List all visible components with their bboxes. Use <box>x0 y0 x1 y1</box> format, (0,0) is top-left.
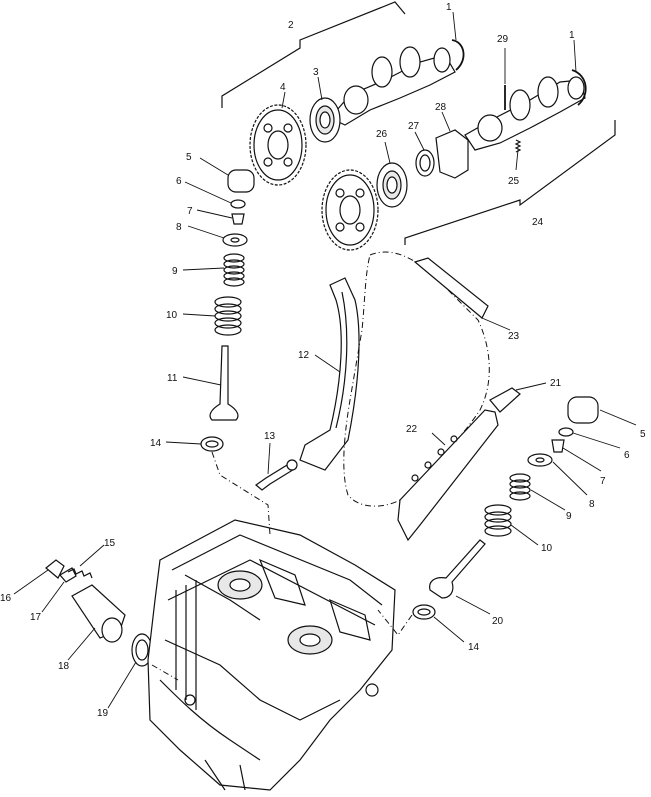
align-left-valve <box>211 451 271 536</box>
callout-11: 11 <box>167 373 178 384</box>
callout-25: 25 <box>508 176 520 187</box>
seal-14-right <box>412 604 436 620</box>
callout-12: 12 <box>298 350 310 361</box>
inner-spring-9-right <box>509 473 531 501</box>
leader-lines <box>13 11 637 709</box>
chain-guide-23 <box>413 257 489 319</box>
gasket-19-inner <box>135 639 149 661</box>
callout-6-right: 6 <box>624 450 630 461</box>
spring-15 <box>67 568 93 579</box>
inner-spring-9-left <box>223 253 245 287</box>
outer-spring-10-right <box>484 504 512 537</box>
callout-26: 26 <box>376 129 388 140</box>
bolt-16 <box>45 559 65 579</box>
callout-22: 22 <box>406 424 418 435</box>
keepers-7-left <box>231 213 245 225</box>
callout-7-right: 7 <box>600 476 606 487</box>
callout-29: 29 <box>497 34 509 45</box>
callout-3: 3 <box>313 67 319 78</box>
callout-labels: 1 1 2 3 4 5 5 6 6 7 7 8 8 9 9 10 10 11 1… <box>0 2 646 719</box>
callout-14-left: 14 <box>150 438 162 449</box>
callout-4: 4 <box>280 82 286 93</box>
ring-27 <box>415 149 435 177</box>
intake-camshaft <box>329 46 456 126</box>
callout-7-left: 7 <box>187 206 193 217</box>
callout-28: 28 <box>435 102 447 113</box>
callout-1-left: 1 <box>446 2 452 13</box>
tensioner-18-end <box>101 617 123 643</box>
valve-20 <box>429 539 486 599</box>
callout-24: 24 <box>532 217 544 228</box>
callout-20: 20 <box>492 616 504 627</box>
callout-8-left: 8 <box>176 222 182 233</box>
callout-14-right: 14 <box>468 642 480 653</box>
cylinder-head <box>147 519 396 791</box>
retainer-8-right <box>527 453 553 467</box>
callout-8-right: 8 <box>589 499 595 510</box>
cam-sprocket-lower <box>321 169 379 251</box>
callout-16: 16 <box>0 593 12 604</box>
retainer-8-left <box>222 233 248 247</box>
callout-27: 27 <box>408 121 420 132</box>
retainer-8-left-hole <box>230 237 240 243</box>
tensioner-21 <box>489 387 521 413</box>
chain-guide-12 <box>299 277 360 471</box>
bucket-5-left <box>227 169 255 193</box>
callout-13: 13 <box>264 431 276 442</box>
callout-1-right: 1 <box>569 30 575 41</box>
decompressor-28 <box>435 129 469 179</box>
callout-18: 18 <box>58 661 70 672</box>
bracket-24 <box>404 120 616 245</box>
exhaust-camshaft <box>464 76 586 151</box>
bucket-5-right <box>567 396 599 424</box>
callout-10-right: 10 <box>541 543 553 554</box>
guide-22-holes <box>411 435 458 482</box>
circlip-left <box>451 39 465 71</box>
callout-17: 17 <box>30 612 42 623</box>
shim-6-right <box>558 427 574 437</box>
seal-14-right-inner <box>417 608 431 616</box>
callout-19: 19 <box>97 708 109 719</box>
callout-9-right: 9 <box>566 511 572 522</box>
seal-14-left-inner <box>205 440 219 448</box>
callout-10-left: 10 <box>166 310 178 321</box>
callout-9-left: 9 <box>172 266 178 277</box>
seal-14-left <box>200 436 224 452</box>
callout-5-left: 5 <box>186 152 192 163</box>
retainer-8-right-hole <box>535 457 545 463</box>
callout-2: 2 <box>288 20 294 31</box>
spring-25 <box>514 139 522 153</box>
bracket-2 <box>221 1 406 108</box>
ring-27-inner <box>419 154 431 172</box>
outer-spring-10-left <box>214 296 242 336</box>
washer-17 <box>59 567 77 583</box>
valve-11 <box>209 345 239 421</box>
callout-5-right: 5 <box>640 429 646 440</box>
callout-23: 23 <box>508 331 520 342</box>
align-tensioner <box>151 664 179 681</box>
bearing-26 <box>376 162 408 208</box>
bearing-3 <box>309 97 341 143</box>
callout-21: 21 <box>550 378 562 389</box>
shim-6-left <box>230 199 246 209</box>
cam-sprocket-upper <box>249 104 307 186</box>
chain-guide-22 <box>397 409 499 542</box>
keepers-7-right <box>551 439 565 453</box>
callout-6-left: 6 <box>176 176 182 187</box>
callout-15: 15 <box>104 538 116 549</box>
bolt-13-washer <box>286 459 298 471</box>
